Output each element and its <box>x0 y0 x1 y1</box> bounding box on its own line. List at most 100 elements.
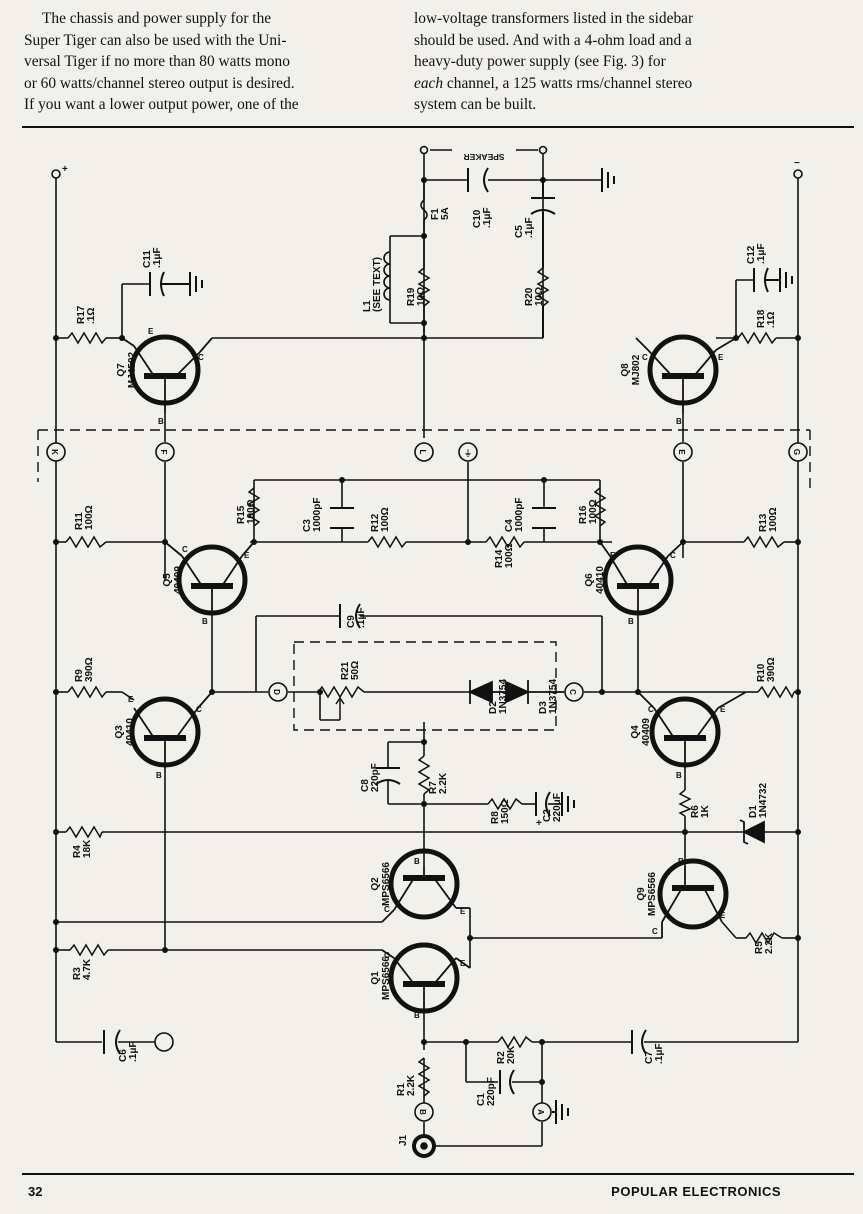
svg-text:C2: C2 <box>542 809 553 822</box>
svg-text:E: E <box>460 959 466 968</box>
svg-text:2.2K: 2.2K <box>406 1074 417 1096</box>
svg-text:Q8: Q8 <box>620 363 631 377</box>
transistor-q2 <box>388 848 460 920</box>
pad-f <box>155 442 175 462</box>
svg-text:E: E <box>460 907 466 916</box>
svg-text:B: B <box>678 857 684 866</box>
svg-text:C11: C11 <box>142 250 153 268</box>
inductor-l1 <box>383 251 391 301</box>
svg-text:C7: C7 <box>644 1051 655 1064</box>
svg-text:C12: C12 <box>746 245 757 264</box>
svg-text:B: B <box>676 771 682 780</box>
right-line-3: heavy-duty power supply (see Fig. 3) for <box>414 53 666 70</box>
right-line-4: each channel, a 125 watts rms/channel st… <box>414 73 779 95</box>
resistor-r8 <box>487 797 523 811</box>
svg-text:E: E <box>128 695 134 704</box>
svg-text:L: L <box>418 450 427 455</box>
page-footer: 32 POPULAR ELECTRONICS <box>0 1178 863 1202</box>
ground-symbols <box>189 168 793 1124</box>
svg-text:2.2K: 2.2K <box>764 932 775 954</box>
capacitor-c2 <box>535 791 551 817</box>
svg-text:B: B <box>156 771 162 780</box>
capacitor-c10 <box>467 167 489 193</box>
left-line-3: versal Tiger if no more than 80 watts mo… <box>24 53 290 70</box>
resistor-r7 <box>417 755 431 795</box>
svg-text:R1: R1 <box>396 1083 407 1096</box>
svg-text:R16: R16 <box>578 505 589 524</box>
right-column: low-voltage transformers listed in the s… <box>414 8 779 116</box>
capacitor-c3 <box>330 507 354 529</box>
resistor-r17 <box>67 331 107 345</box>
right-line-1: low-voltage transformers listed in the s… <box>414 10 694 27</box>
svg-text:Q6: Q6 <box>584 573 595 587</box>
transistor-internals <box>121 337 747 1010</box>
speaker-terminal: SPEAKER <box>430 149 538 162</box>
resistor-r14 <box>485 535 525 549</box>
svg-text:C4: C4 <box>504 519 515 532</box>
svg-text:B: B <box>414 1011 420 1020</box>
svg-text:F: F <box>159 450 168 455</box>
resistor-r3 <box>69 943 109 957</box>
connector-pads <box>46 442 808 1122</box>
svg-text:Q2: Q2 <box>370 877 381 891</box>
svg-text:D1: D1 <box>748 805 759 818</box>
svg-text:.1μF: .1μF <box>356 607 367 628</box>
right-line-2: should be used. And with a 4-ohm load an… <box>414 31 692 49</box>
left-line-2: Super Tiger can also be used with the Un… <box>24 31 287 49</box>
svg-text:C5: C5 <box>514 225 525 238</box>
svg-text:Q9: Q9 <box>636 887 647 901</box>
svg-text:.1μF: .1μF <box>152 247 163 268</box>
svg-text:A: A <box>536 1109 545 1115</box>
resistor-r4 <box>65 825 103 839</box>
svg-text:E: E <box>244 551 250 560</box>
svg-text:40410: 40410 <box>125 718 136 746</box>
svg-text:C: C <box>568 689 577 695</box>
svg-text:Q7: Q7 <box>116 363 127 377</box>
pad-k <box>46 442 66 462</box>
svg-text:390Ω: 390Ω <box>766 657 777 682</box>
svg-text:220μF: 220μF <box>552 793 563 822</box>
resistor-r15 <box>247 487 261 527</box>
svg-text:.1Ω: .1Ω <box>86 308 97 324</box>
pad-c6-ground <box>154 1032 174 1052</box>
svg-text:R4: R4 <box>72 845 83 858</box>
svg-text:C: C <box>384 951 390 960</box>
resistor-r10 <box>757 685 795 699</box>
svg-text:R19: R19 <box>406 287 417 306</box>
svg-text:2.2K: 2.2K <box>438 772 449 794</box>
left-line-1: The chassis and power supply for the <box>42 10 272 27</box>
resistor-r21 <box>317 685 365 699</box>
svg-text:.1Ω: .1Ω <box>766 312 777 328</box>
svg-text:.1μF: .1μF <box>482 207 493 228</box>
svg-text:R2: R2 <box>496 1051 507 1064</box>
resistor-r18 <box>737 331 777 345</box>
svg-text:100Ω: 100Ω <box>504 543 515 568</box>
emph-each: each <box>414 74 444 92</box>
transistor-q9 <box>657 858 729 930</box>
left-line-4: or 60 watts/channel stereo output is des… <box>24 74 295 92</box>
wires <box>55 150 799 1112</box>
svg-text:MJ4502: MJ4502 <box>127 351 138 388</box>
svg-text:(SEE TEXT): (SEE TEXT) <box>372 257 383 312</box>
svg-text:C: C <box>198 353 204 362</box>
svg-text:.1μF: .1μF <box>756 243 767 264</box>
svg-text:R9: R9 <box>74 669 85 682</box>
svg-text:20K: 20K <box>506 1045 517 1064</box>
svg-text:C: C <box>648 705 654 714</box>
svg-text:B: B <box>418 1109 427 1115</box>
svg-text:B: B <box>676 417 682 426</box>
svg-text:50Ω: 50Ω <box>350 661 361 680</box>
svg-text:R6: R6 <box>690 805 701 818</box>
schematic-svg: + − SPEAKER <box>22 145 854 1175</box>
pad-d <box>268 682 288 702</box>
svg-text:B: B <box>414 857 420 866</box>
resistor-r11 <box>65 535 107 549</box>
pad-ground <box>458 442 478 462</box>
jack-label: J1 <box>398 1134 409 1146</box>
pad-e <box>673 442 693 462</box>
svg-text:Q4: Q4 <box>630 725 641 739</box>
svg-text:MPS6566: MPS6566 <box>647 872 658 916</box>
pad-c <box>564 682 584 702</box>
capacitor-c4 <box>532 507 556 529</box>
